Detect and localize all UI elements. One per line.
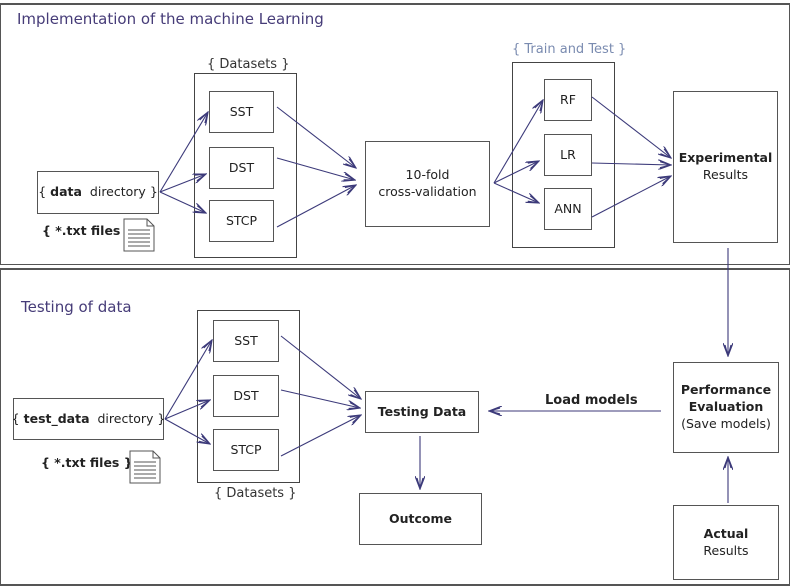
test-data-directory-name: test_data bbox=[23, 410, 90, 426]
test-data-directory-suffix: directory bbox=[97, 410, 154, 426]
testing-title: Testing of data bbox=[21, 298, 132, 316]
brace-close: } bbox=[149, 184, 158, 200]
dataset-sst-top: SST bbox=[209, 91, 274, 133]
datasets-caption-bottom: { Datasets } bbox=[214, 486, 297, 501]
train-test-caption: { Train and Test } bbox=[512, 42, 627, 57]
testing-data-box: Testing Data bbox=[365, 391, 479, 433]
performance-line3: (Save models) bbox=[681, 415, 771, 431]
model-ann: ANN bbox=[544, 188, 592, 230]
dataset-stcp-top: STCP bbox=[209, 200, 274, 242]
brace-open: { bbox=[38, 184, 47, 200]
cross-validation-line1: 10-fold bbox=[405, 167, 450, 183]
outcome-box: Outcome bbox=[359, 493, 482, 545]
dataset-stcp-label: STCP bbox=[225, 212, 258, 228]
dataset-dst-bottom: DST bbox=[213, 375, 279, 417]
model-lr: LR bbox=[544, 134, 592, 176]
dataset-dst-label: DST bbox=[228, 159, 255, 175]
model-rf-label: RF bbox=[560, 91, 576, 107]
data-directory-name: data bbox=[50, 184, 82, 200]
performance-line2: Evaluation bbox=[688, 399, 764, 415]
cross-validation-line2: cross-validation bbox=[378, 184, 477, 199]
dataset-sst-label: SST bbox=[234, 332, 258, 348]
text-file-icon bbox=[123, 218, 155, 252]
dataset-dst-top: DST bbox=[209, 147, 274, 189]
datasets-caption-top: { Datasets } bbox=[207, 57, 290, 72]
text-file-icon bbox=[129, 450, 161, 484]
dataset-stcp-bottom: STCP bbox=[213, 429, 279, 471]
data-directory-box: { data directory } bbox=[37, 171, 159, 214]
load-models-label: Load models bbox=[545, 393, 638, 408]
model-lr-label: LR bbox=[560, 146, 576, 162]
experimental-line2: Results bbox=[702, 167, 749, 182]
brace-open: { bbox=[11, 410, 20, 426]
actual-line2: Results bbox=[703, 542, 749, 558]
txt-files-label-top: { *.txt files } bbox=[42, 223, 134, 238]
implementation-title: Implementation of the machine Learning bbox=[17, 10, 324, 28]
outcome-label: Outcome bbox=[388, 510, 452, 526]
dataset-sst-bottom: SST bbox=[213, 320, 279, 362]
model-rf: RF bbox=[544, 79, 592, 121]
dataset-dst-label: DST bbox=[233, 387, 259, 403]
performance-line1: Performance bbox=[680, 382, 772, 398]
testing-data-label: Testing Data bbox=[377, 403, 467, 419]
test-data-directory-box: { test_data directory } bbox=[11, 398, 166, 440]
model-ann-label: ANN bbox=[554, 200, 582, 216]
dataset-stcp-label: STCP bbox=[230, 441, 262, 457]
actual-line1: Actual bbox=[703, 525, 749, 541]
data-directory-suffix: directory bbox=[89, 184, 146, 200]
dataset-sst-label: SST bbox=[229, 103, 254, 119]
experimental-line1: Experimental bbox=[678, 150, 773, 166]
txt-files-label-bottom: { *.txt files } bbox=[41, 455, 133, 470]
brace-close: } bbox=[157, 410, 166, 426]
